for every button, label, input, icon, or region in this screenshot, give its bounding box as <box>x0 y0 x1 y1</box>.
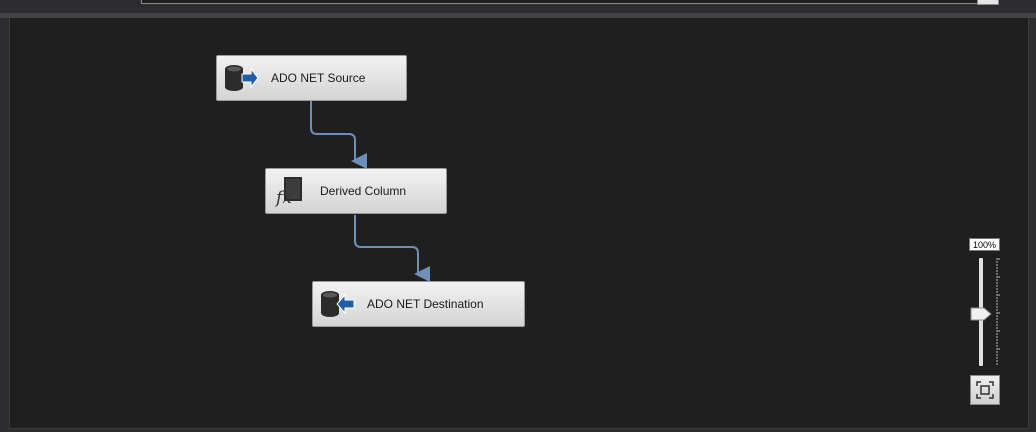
component-label: Derived Column <box>320 184 407 198</box>
component-derived-column[interactable]: fx Derived Column <box>265 168 447 214</box>
database-input-icon <box>317 284 357 324</box>
data-flow-task-selector[interactable] <box>141 0 978 4</box>
database-output-icon <box>221 58 261 98</box>
design-surface[interactable] <box>9 18 1029 429</box>
separator-bar <box>0 13 1036 18</box>
component-ado-net-destination[interactable]: ADO NET Destination <box>312 281 525 327</box>
component-label: ADO NET Destination <box>367 297 484 311</box>
zoom-slider-ticks <box>996 258 1000 365</box>
svg-text:fx: fx <box>274 188 292 207</box>
component-label: ADO NET Source <box>271 71 366 85</box>
zoom-level-label: 100% <box>969 238 1000 251</box>
zoom-slider-thumb[interactable] <box>970 307 992 321</box>
zoom-to-fit-button[interactable] <box>970 375 1000 405</box>
bottom-border <box>0 429 1036 432</box>
component-ado-net-source[interactable]: ADO NET Source <box>216 55 407 101</box>
fx-function-icon: fx <box>270 171 310 211</box>
dropdown-button[interactable] <box>977 0 999 5</box>
zoom-to-fit-icon <box>976 381 994 399</box>
